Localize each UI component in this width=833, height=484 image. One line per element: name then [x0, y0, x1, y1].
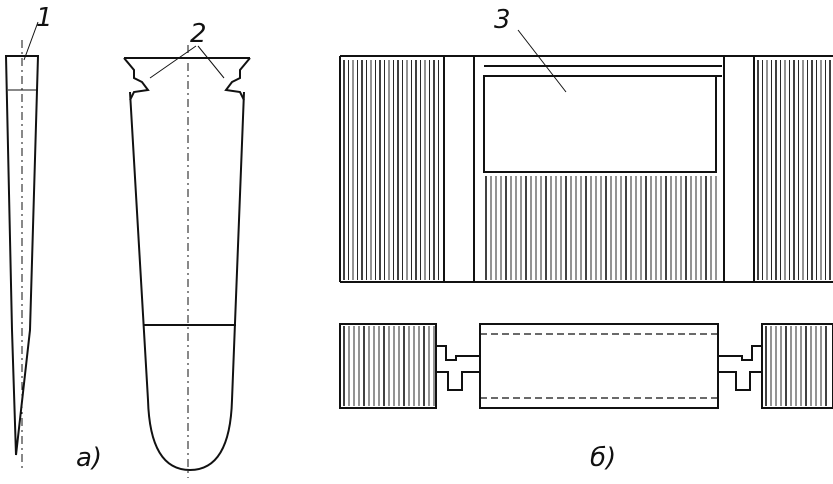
- view-a-label: а): [76, 443, 102, 473]
- callout-1-label: 1: [36, 3, 53, 33]
- right-lamination-packet: [757, 60, 831, 280]
- callout-2-label: 2: [190, 19, 207, 49]
- right-section-hatch: [765, 326, 827, 406]
- left-lamination-packet: [343, 60, 439, 280]
- middle-lamination-packet: [485, 176, 717, 280]
- callout-3-label: 3: [494, 5, 511, 35]
- blade-front-view: 2: [123, 19, 251, 478]
- lamination-section-view: [339, 323, 833, 409]
- blade-side-view: 1: [4, 3, 53, 470]
- view-b-label: б): [590, 443, 616, 473]
- window-3: [483, 75, 717, 173]
- left-section-hatch: [343, 326, 435, 406]
- lamination-top-view: 3: [339, 5, 833, 283]
